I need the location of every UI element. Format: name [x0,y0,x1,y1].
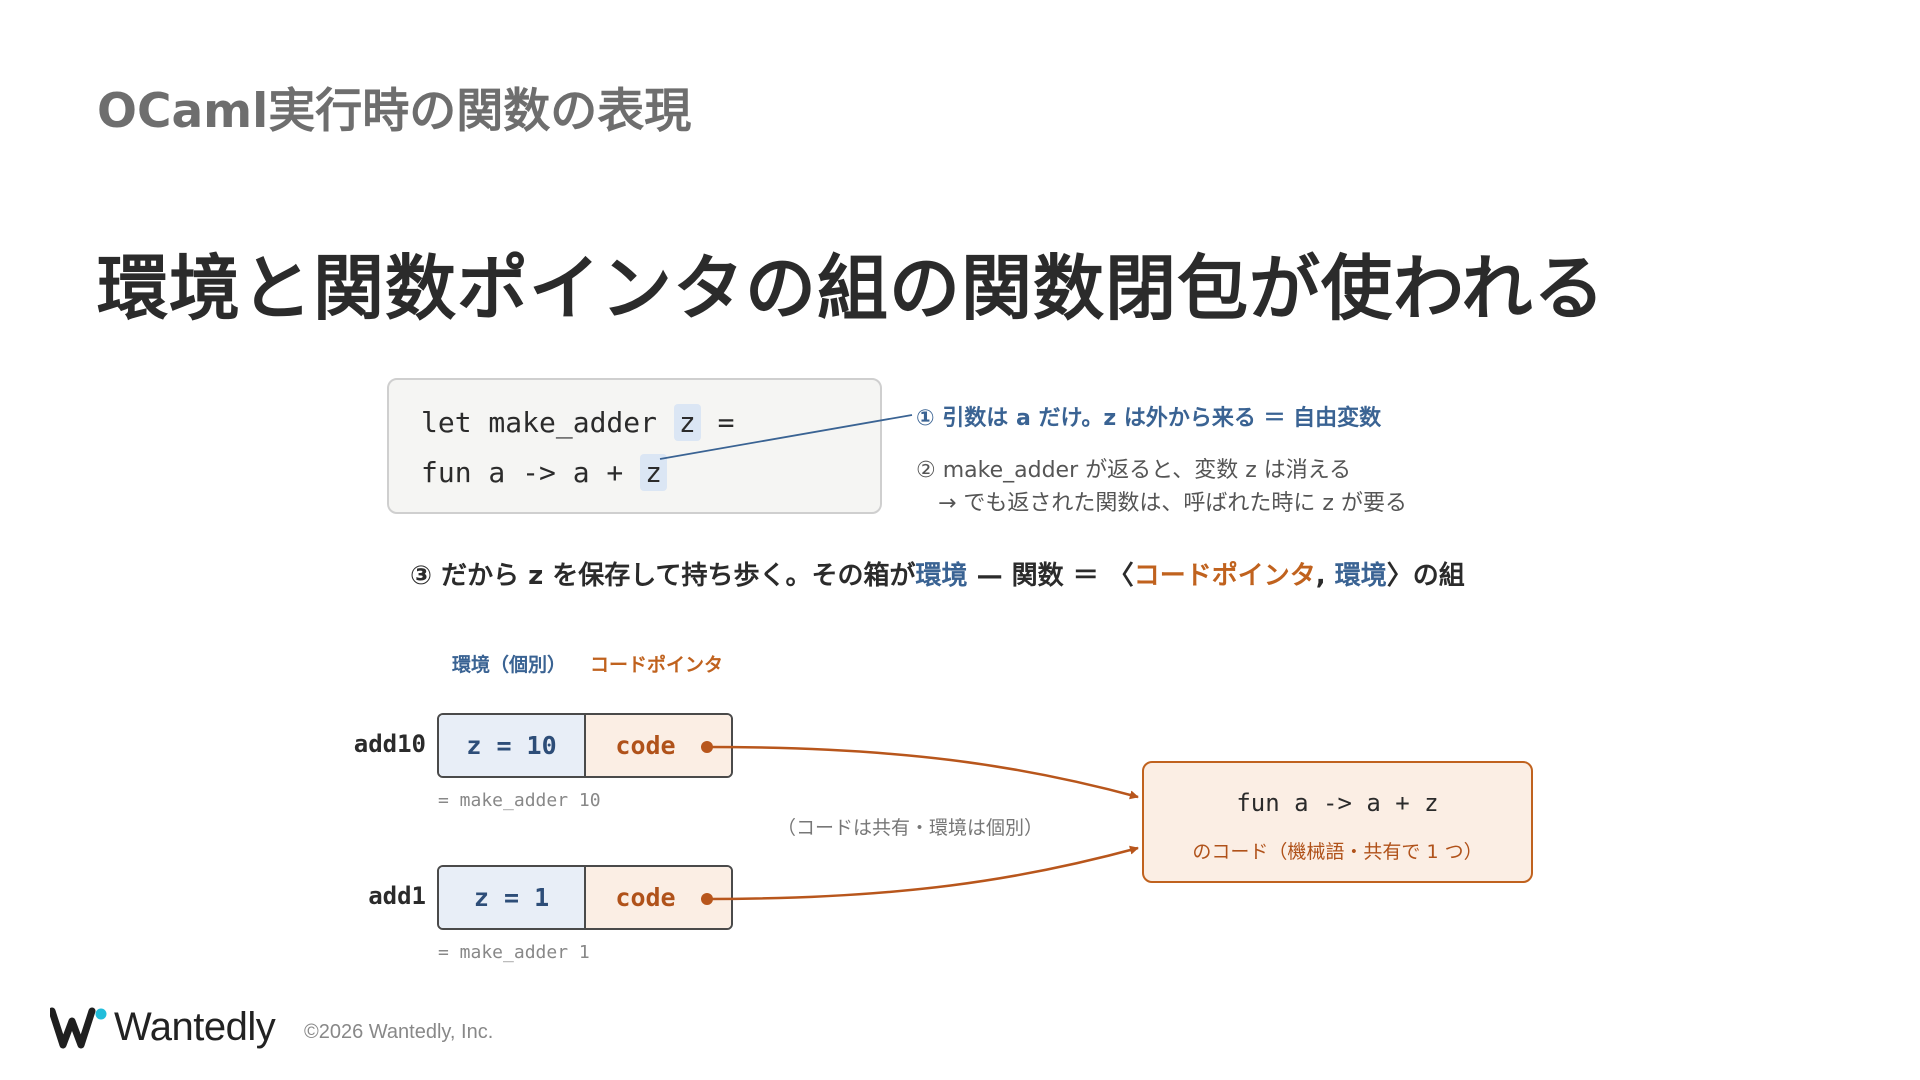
code-line-1-pre: let make_adder [421,406,674,439]
column-header-env: 環境（個別） [452,654,567,676]
code-cell-add1: code [586,867,731,928]
code-line-2: fun a -> a + z [421,454,668,491]
pointer-arrow-add10 [706,745,1139,800]
code-block: let make_adder z = fun a -> a + z [387,378,882,514]
summary-env: 環境 [915,561,968,591]
summary-comma: , [1315,561,1335,591]
closure-label-add10: add10 [353,730,426,758]
note-variable-disappears: ② make_adder が返ると、変数 z は消える [916,458,1352,483]
wantedly-logo: Wantedly [50,1005,276,1050]
code-cell-label: code [615,731,676,760]
closure-box-add1: z = 1 code [437,865,733,930]
env-cell-add10: z = 10 [439,715,586,776]
copyright-text: ©2026 Wantedly, Inc. [304,1021,494,1043]
highlighted-z-free: z [640,454,668,491]
function-code-caption: のコード（機械語・共有で 1 つ） [1192,841,1483,863]
summary-code-pointer: コードポインタ [1133,561,1316,591]
shared-function-code-box: fun a -> a + z のコード（機械語・共有で 1 つ） [1142,761,1533,883]
env-cell-add1: z = 1 [439,867,586,928]
column-header-code-pointer: コードポインタ [590,654,724,676]
closure-box-add10: z = 10 code [437,713,733,778]
code-line-1: let make_adder z = [421,404,735,441]
closure-origin-add10: = make_adder 10 [438,790,601,811]
note-free-variable: ① 引数は a だけ。z は外から来る ＝ 自由変数 [916,406,1382,431]
note-variable-needed: → でも返された関数は、呼ばれた時に z が要る [938,491,1407,516]
highlighted-z-param: z [673,404,701,441]
wantedly-mark-icon [50,1007,107,1048]
summary-part2: — 関数 ＝ 〈 [967,561,1134,591]
function-code-text: fun a -> a + z [1236,789,1439,817]
main-title: 環境と関数ポインタの組の関数閉包が使われる [97,247,1606,330]
closure-label-add1: add1 [368,882,426,910]
code-cell-label: code [615,883,676,912]
code-cell-add10: code [586,715,731,776]
code-line-2-pre: fun a -> a + [421,456,641,489]
code-line-1-post: = [700,406,735,439]
summary-part1: ③ だから z を保存して持ち歩く。その箱が [410,561,916,591]
summary-env-2: 環境 [1334,561,1387,591]
summary-part3: 〉の組 [1386,561,1465,591]
closure-origin-add1: = make_adder 1 [438,942,590,963]
wantedly-wordmark: Wantedly [114,1005,276,1049]
pointer-arrow-add1 [706,845,1139,901]
summary-line: ③ だから z を保存して持ち歩く。その箱が環境 — 関数 ＝ 〈コードポインタ… [410,555,1465,592]
section-title: OCaml実行時の関数の表現 [97,84,692,139]
shared-code-note: （コードは共有・環境は個別） [777,817,1044,839]
